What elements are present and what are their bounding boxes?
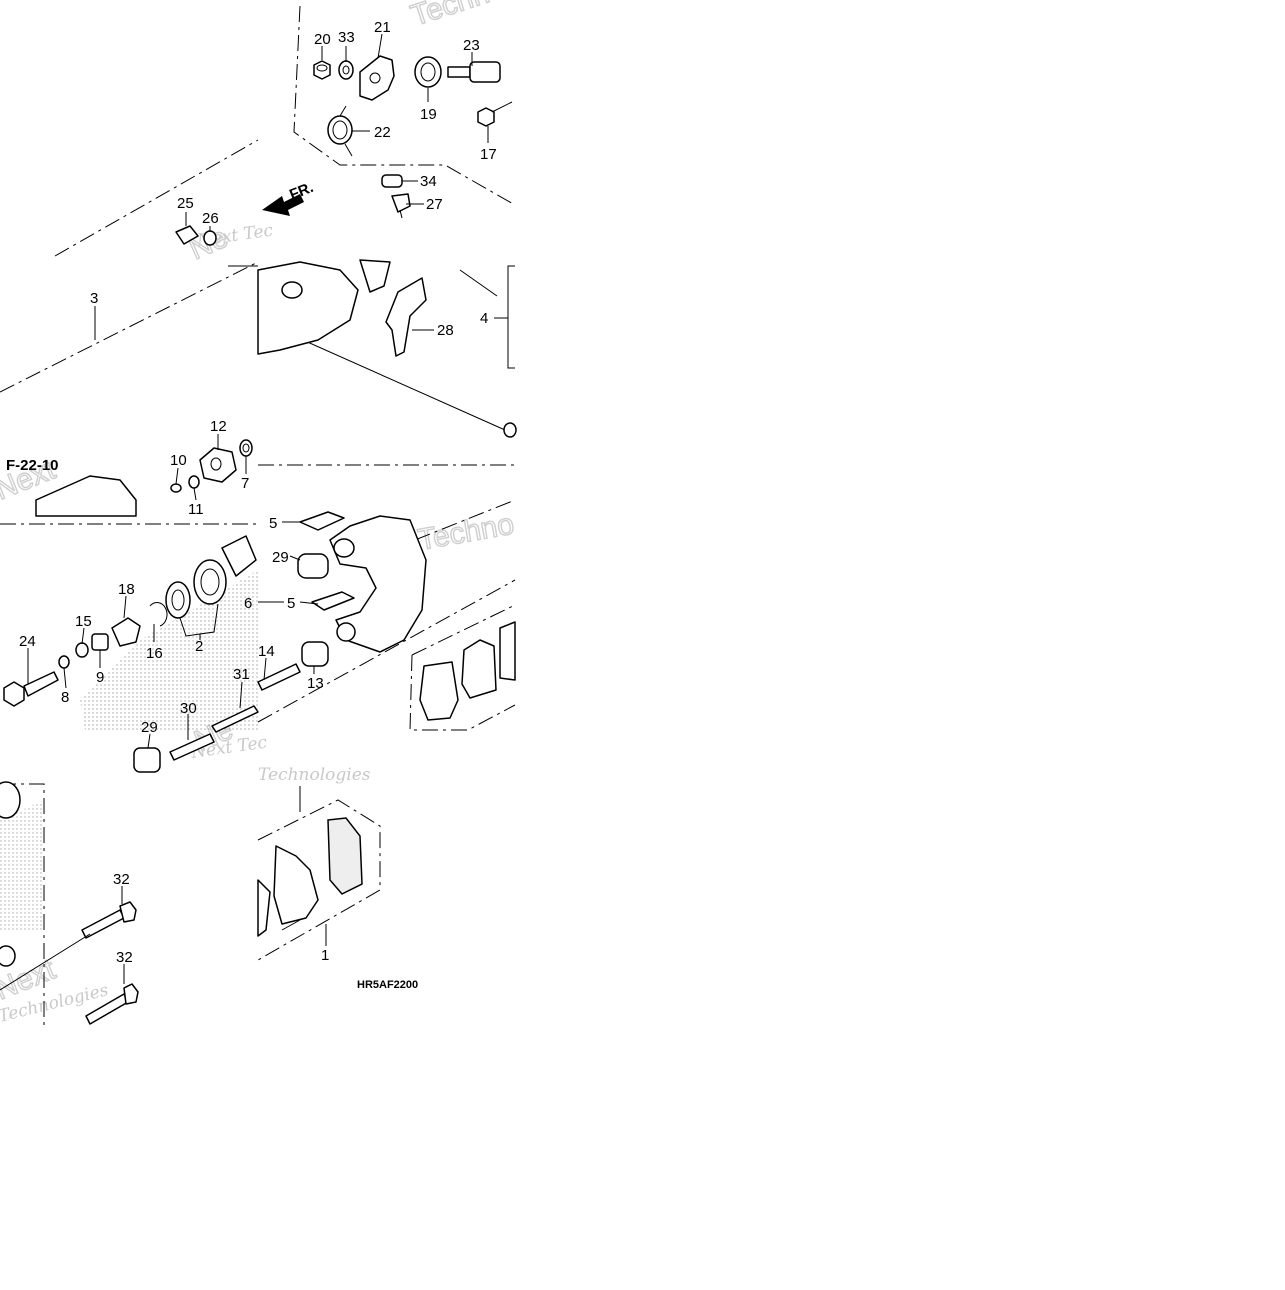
leader-lines <box>27 33 508 984</box>
part-pin-14 <box>257 663 301 691</box>
callout-25: 25 <box>177 195 194 212</box>
part-pad-plate <box>419 621 516 721</box>
part-bolt-end <box>503 422 517 438</box>
part-bolt-24 <box>3 671 59 707</box>
callout-18: 18 <box>118 581 135 598</box>
part-spring-22 <box>327 105 353 157</box>
part-pin-23 <box>447 61 501 83</box>
part-washer-11 <box>188 475 200 489</box>
callout-31: 31 <box>233 666 250 683</box>
callout-26: 26 <box>202 210 219 227</box>
callout-5: 5 <box>269 515 277 532</box>
part-retainer-28 <box>385 277 427 357</box>
watermark-text: Techno <box>415 508 516 557</box>
part-washer-7 <box>239 439 253 457</box>
part-cap-26 <box>203 230 217 246</box>
callout-2: 2 <box>195 638 203 655</box>
part-washer-8 <box>58 655 70 669</box>
diagram-code: HR5AF2200 <box>357 979 418 991</box>
callout-16: 16 <box>146 645 163 662</box>
callout-33: 33 <box>338 29 355 46</box>
callout-1: 1 <box>321 947 329 964</box>
callout-12: 12 <box>210 418 227 435</box>
callout-8: 8 <box>61 689 69 706</box>
callout-32: 32 <box>113 871 130 888</box>
stipple-region <box>0 570 258 930</box>
assembly-frame <box>0 5 516 1030</box>
part-boot-13 <box>301 641 329 667</box>
callout-7: 7 <box>241 475 249 492</box>
callout-3: 3 <box>90 290 98 307</box>
part-bleeder-27 <box>391 193 411 219</box>
callout-5: 5 <box>287 595 295 612</box>
part-piston-seal-set-2 <box>165 535 257 619</box>
part-boot-29 <box>133 553 329 773</box>
part-seal-19 <box>414 56 442 88</box>
reference-label: F-22-10 <box>6 457 59 474</box>
direction-label: FR. <box>287 179 316 204</box>
part-caliper-body <box>329 515 427 653</box>
callout-32: 32 <box>116 949 133 966</box>
callout-10: 10 <box>170 452 187 469</box>
callout-17: 17 <box>480 146 497 163</box>
part-cam-12 <box>199 447 237 483</box>
part-spring-plate-5 <box>299 511 355 611</box>
part-lever-21 <box>359 55 395 101</box>
callout-28: 28 <box>437 322 454 339</box>
part-circlip-16 <box>149 602 168 627</box>
part-bolt-17 <box>477 101 513 127</box>
watermark-text: Technologies <box>258 765 371 785</box>
part-cap-34 <box>381 174 403 188</box>
part-housing-edge <box>35 475 137 517</box>
callout-30: 30 <box>180 700 197 717</box>
callout-15: 15 <box>75 613 92 630</box>
part-washer-33 <box>338 60 354 80</box>
part-hub-edge <box>0 781 21 819</box>
callout-21: 21 <box>374 19 391 36</box>
part-washer-15 <box>75 642 89 658</box>
part-bolt-32 <box>0 901 139 1025</box>
part-nut-20 <box>313 60 331 80</box>
callout-19: 19 <box>420 106 437 123</box>
part-pin-30 <box>169 733 215 761</box>
callout-14: 14 <box>258 643 275 660</box>
direction-arrow: FR. <box>262 179 316 216</box>
part-caliper-3 <box>257 259 391 355</box>
watermark-logo: Techno <box>407 0 509 33</box>
callout-13: 13 <box>307 675 324 692</box>
part-pad-set-1 <box>257 817 363 937</box>
callout-23: 23 <box>463 37 480 54</box>
callout-20: 20 <box>314 31 331 48</box>
part-o-ring-10 <box>170 483 182 493</box>
callout-4: 4 <box>480 310 488 327</box>
part-nut-18 <box>111 617 141 647</box>
callout-34: 34 <box>420 173 437 190</box>
part-bolt-31 <box>211 705 259 733</box>
callout-27: 27 <box>426 196 443 213</box>
callout-24: 24 <box>19 633 36 650</box>
callout-11: 11 <box>188 501 204 518</box>
callout-labels: 20 33 21 23 19 22 17 34 27 25 26 3 28 4 … <box>19 19 497 966</box>
callout-29: 29 <box>141 719 158 736</box>
callout-22: 22 <box>374 124 391 141</box>
callout-29: 29 <box>272 549 289 566</box>
callout-9: 9 <box>96 669 104 686</box>
callout-6: 6 <box>244 595 252 612</box>
part-spring-9 <box>91 633 109 651</box>
part-bleeder-25 <box>175 225 199 245</box>
